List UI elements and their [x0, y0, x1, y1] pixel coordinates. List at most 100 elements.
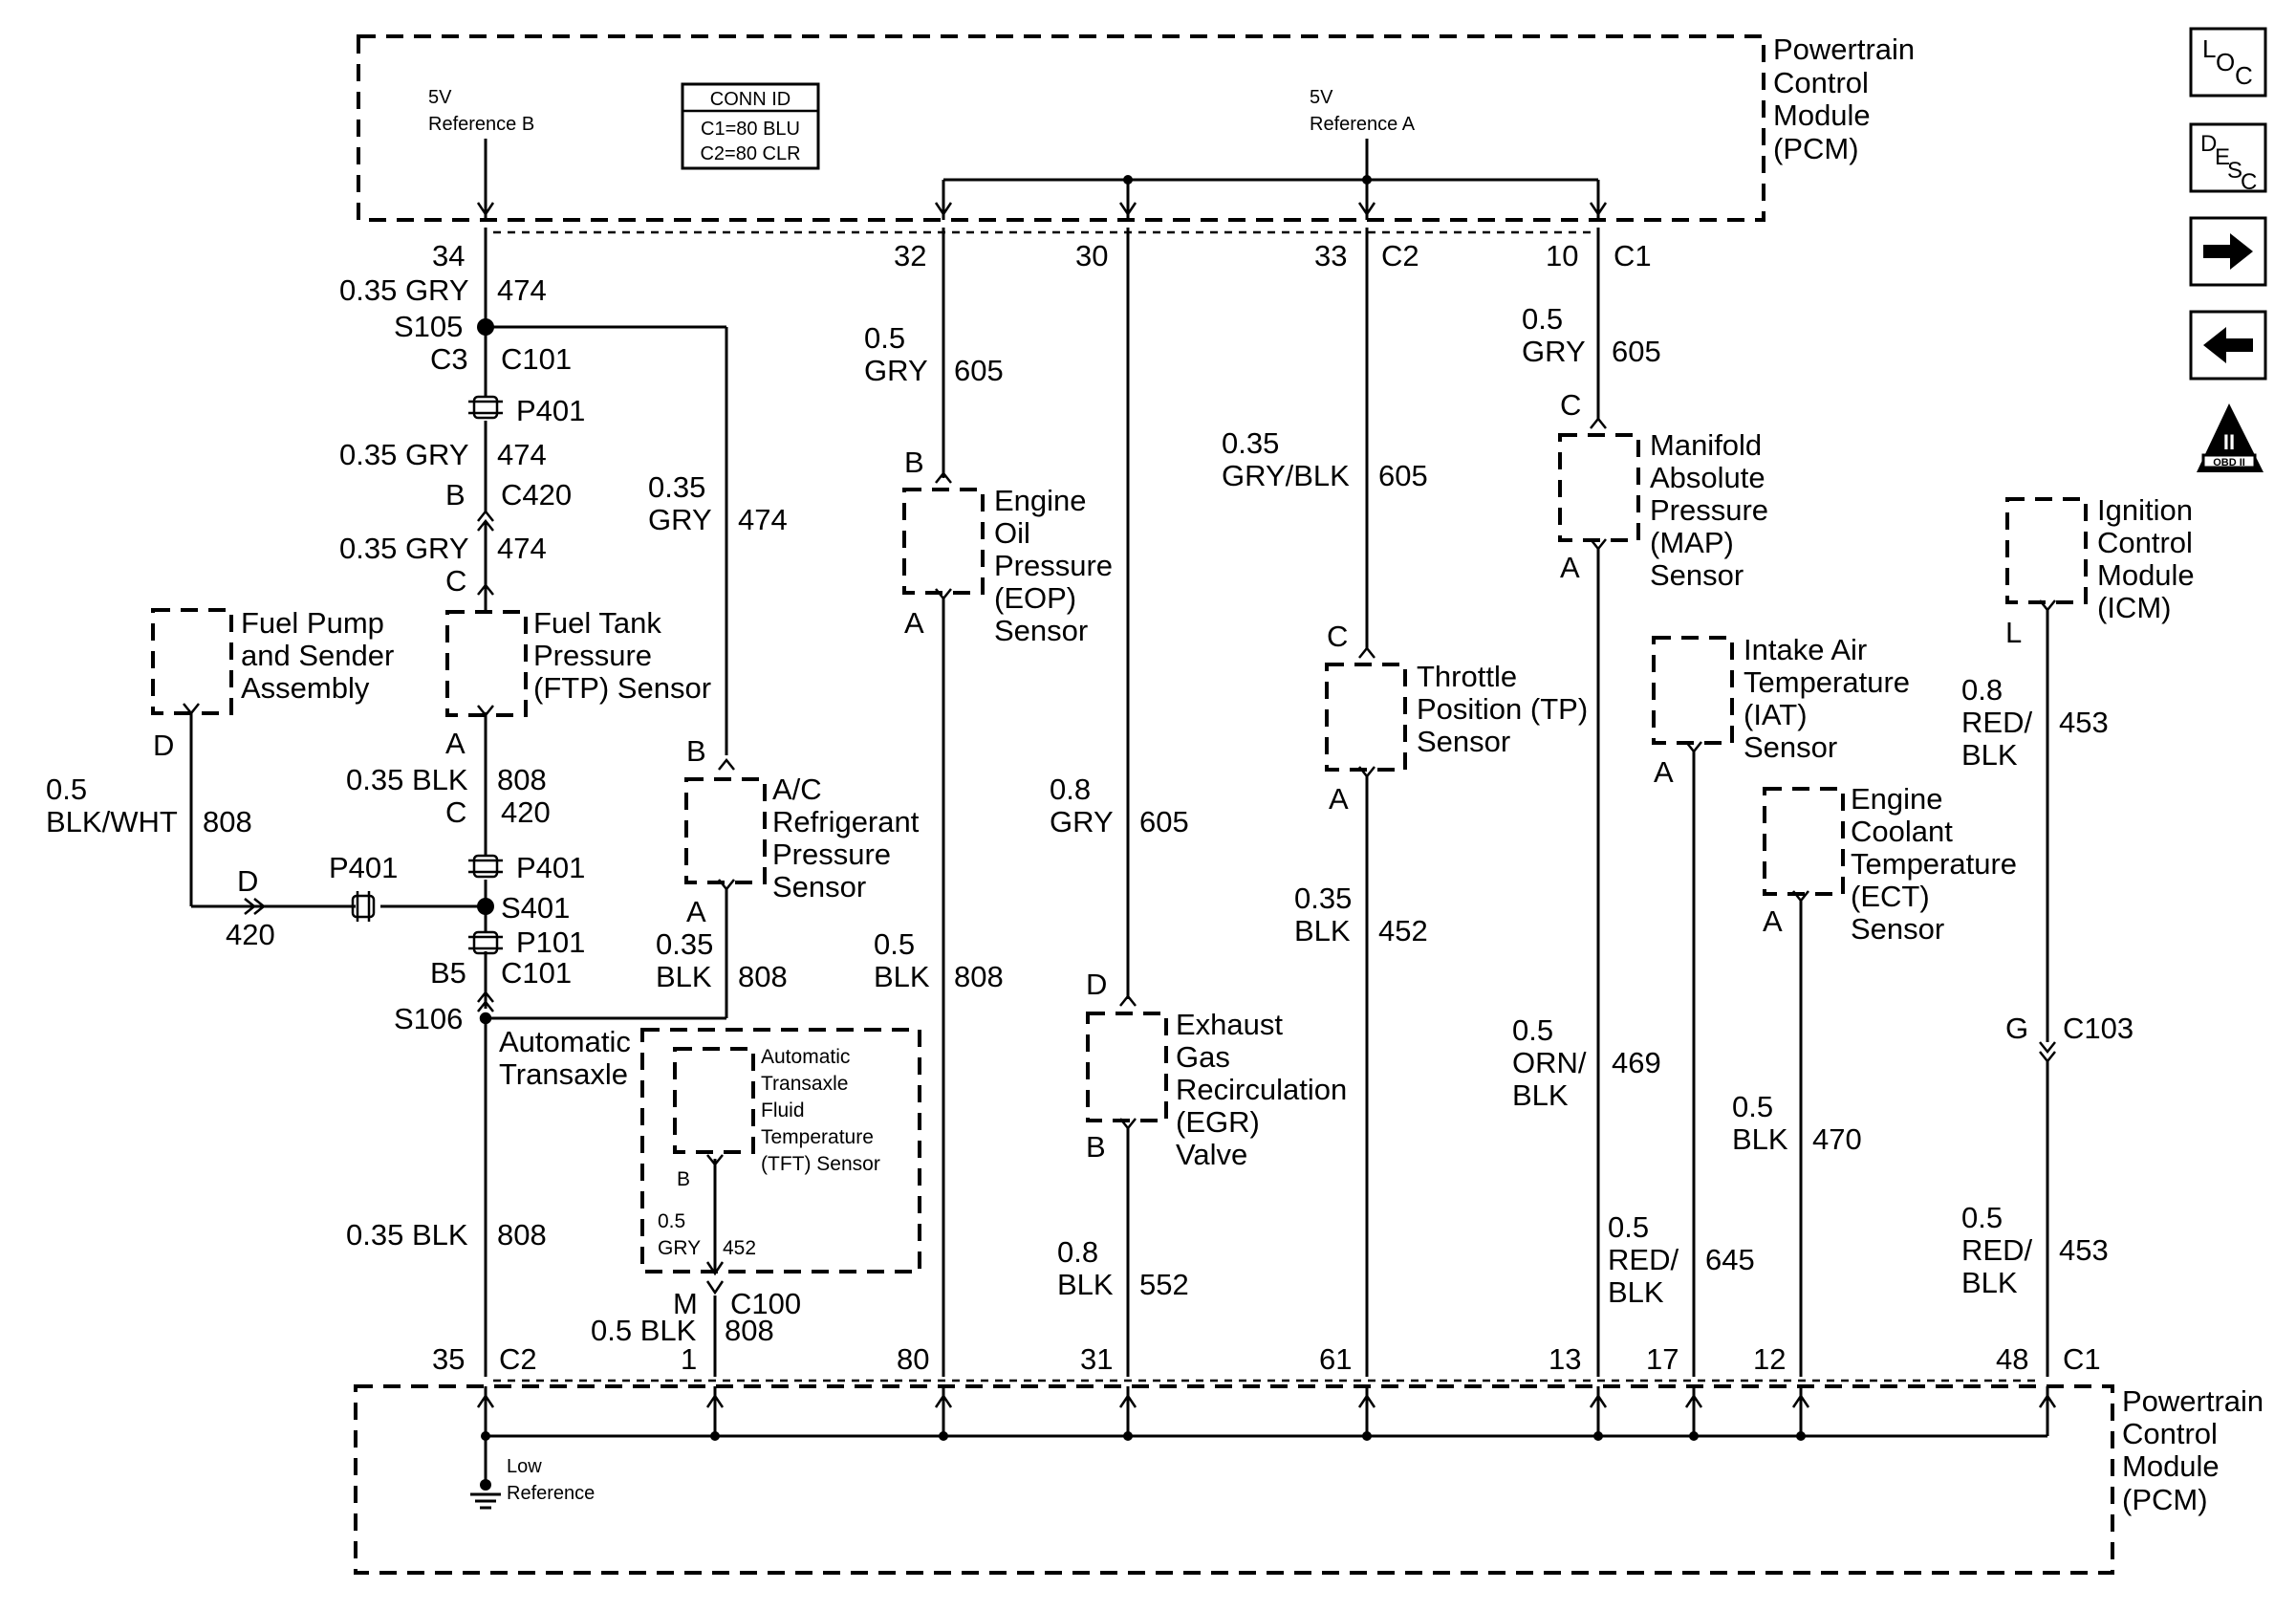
svg-text:A: A: [904, 606, 924, 640]
svg-text:C: C: [445, 795, 466, 829]
svg-text:Gas: Gas: [1176, 1040, 1230, 1074]
svg-text:(ECT): (ECT): [1851, 880, 1930, 913]
svg-text:808: 808: [738, 960, 788, 993]
pcm-top-label: Powertrain Control Module (PCM): [1773, 33, 1915, 165]
svg-text:BLK: BLK: [874, 960, 930, 993]
svg-text:C: C: [1560, 388, 1581, 422]
svg-text:Manifold: Manifold: [1650, 428, 1762, 462]
svg-text:II: II: [2223, 430, 2235, 454]
svg-text:808: 808: [725, 1314, 774, 1347]
svg-text:0.5: 0.5: [864, 321, 905, 355]
svg-text:0.5: 0.5: [46, 773, 87, 806]
svg-text:Sensor: Sensor: [1851, 912, 1944, 946]
svg-text:C103: C103: [2063, 1012, 2134, 1045]
svg-text:470: 470: [1812, 1122, 1862, 1156]
svg-text:0.5: 0.5: [874, 927, 915, 961]
svg-text:C2=80 CLR: C2=80 CLR: [700, 143, 800, 164]
iat-pin-a: [1685, 741, 1702, 754]
svg-text:605: 605: [1612, 335, 1661, 368]
svg-text:Engine: Engine: [1851, 782, 1943, 816]
svg-text:Oil: Oil: [994, 516, 1030, 550]
tft-sensor-label: Automatic Transaxle Fluid Temperature (T…: [761, 1046, 880, 1175]
svg-text:(PCM): (PCM): [2122, 1483, 2208, 1516]
svg-text:C2: C2: [1381, 239, 1419, 272]
svg-text:C3: C3: [430, 342, 468, 376]
right-arrow-icon: [2203, 233, 2253, 270]
ect-wire-labels: A 0.5 BLK 470: [1732, 904, 1862, 1156]
svg-text:Pressure: Pressure: [533, 639, 652, 672]
eop-pin-b: [935, 470, 952, 484]
svg-text:L: L: [2005, 616, 2022, 649]
icm-label: Ignition Control Module (ICM): [2097, 493, 2195, 624]
svg-text:Intake Air: Intake Air: [1744, 633, 1867, 666]
ftp-sensor-box: [445, 610, 528, 717]
icm-pin-l: [2039, 599, 2056, 613]
svg-text:BLK: BLK: [1512, 1078, 1569, 1112]
svg-text:(TFT) Sensor: (TFT) Sensor: [761, 1153, 880, 1175]
ac-sensor-box: [684, 777, 767, 884]
tft-wire-labels: B 0.5 GRY 452 M C100 0.5 BLK 808: [591, 1168, 801, 1347]
svg-text:32: 32: [894, 239, 926, 272]
svg-text:605: 605: [1378, 459, 1428, 492]
ftp-sensor-label: Fuel Tank Pressure (FTP) Sensor: [533, 606, 711, 705]
svg-text:0.35: 0.35: [1222, 426, 1279, 460]
tft-sensor-box: [673, 1047, 755, 1154]
forward-arrow-button[interactable]: [2189, 216, 2267, 287]
svg-text:M: M: [673, 1287, 698, 1320]
eop-wire-labels: 0.5 GRY 605 B A 0.5 BLK 808: [864, 321, 1004, 993]
iat-wire-labels: A 0.5 RED/ BLK 645: [1608, 755, 1755, 1309]
svg-text:645: 645: [1705, 1243, 1755, 1276]
svg-text:0.35: 0.35: [648, 470, 705, 504]
svg-text:(IAT): (IAT): [1744, 698, 1808, 731]
tp-pin-c: [1358, 645, 1375, 659]
svg-text:S105: S105: [394, 310, 463, 343]
svg-text:A: A: [1763, 904, 1783, 938]
svg-text:0.35: 0.35: [656, 927, 713, 961]
svg-text:13: 13: [1549, 1342, 1581, 1376]
egr-pin-b: [1119, 1118, 1137, 1131]
svg-text:Module: Module: [1773, 98, 1871, 132]
svg-text:35: 35: [432, 1342, 465, 1376]
loc-button[interactable]: L O C: [2189, 27, 2267, 98]
inline-connector-p101: [468, 930, 503, 955]
map-pin-a: [1590, 538, 1607, 552]
svg-text:B: B: [904, 446, 924, 479]
svg-text:Assembly: Assembly: [241, 671, 370, 705]
svg-text:P401: P401: [329, 851, 398, 884]
bottom-pin-arrows: [476, 1393, 2057, 1408]
ac-wire-labels: 0.35 GRY 474 B A 0.35 BLK 808: [648, 470, 788, 993]
svg-text:A/C: A/C: [772, 773, 822, 806]
svg-text:S106: S106: [394, 1002, 463, 1035]
svg-text:C101: C101: [501, 342, 572, 376]
svg-text:Module: Module: [2097, 558, 2195, 592]
egr-pin-d: [1119, 993, 1137, 1007]
svg-text:D: D: [153, 729, 174, 762]
ac-sensor-label: A/C Refrigerant Pressure Sensor: [772, 773, 920, 903]
tp-wire-labels: 0.35 GRY/BLK 605 C A 0.35 BLK 452: [1222, 426, 1428, 947]
svg-text:C100: C100: [730, 1287, 801, 1320]
inline-connector-s106: [477, 990, 494, 1025]
svg-text:Engine: Engine: [994, 484, 1087, 517]
svg-text:C: C: [2241, 169, 2257, 195]
tft-pin-m: [705, 1280, 725, 1295]
inline-connector-p401b: [468, 854, 503, 879]
svg-text:5V: 5V: [1310, 87, 1333, 108]
svg-text:P401: P401: [516, 851, 585, 884]
svg-text:Temperature: Temperature: [1851, 847, 2017, 881]
svg-text:Throttle: Throttle: [1417, 660, 1517, 693]
svg-text:Control: Control: [2122, 1417, 2218, 1450]
svg-text:BLK: BLK: [1961, 1266, 2018, 1299]
svg-text:BLK/WHT: BLK/WHT: [46, 805, 178, 838]
desc-button[interactable]: D E S C: [2189, 122, 2267, 195]
map-wire-labels: 0.5 GRY 605 C A 0.5 ORN/ BLK 469: [1512, 302, 1661, 1112]
svg-text:C: C: [445, 564, 466, 598]
back-arrow-button[interactable]: [2189, 310, 2267, 381]
svg-text:469: 469: [1612, 1046, 1661, 1079]
obd-ii-button[interactable]: II OBD II: [2197, 403, 2264, 472]
svg-text:452: 452: [1378, 914, 1428, 947]
svg-text:B: B: [1086, 1130, 1106, 1164]
svg-text:0.5: 0.5: [658, 1210, 685, 1232]
left-splice-dots: [477, 318, 494, 915]
svg-text:B: B: [445, 478, 466, 512]
